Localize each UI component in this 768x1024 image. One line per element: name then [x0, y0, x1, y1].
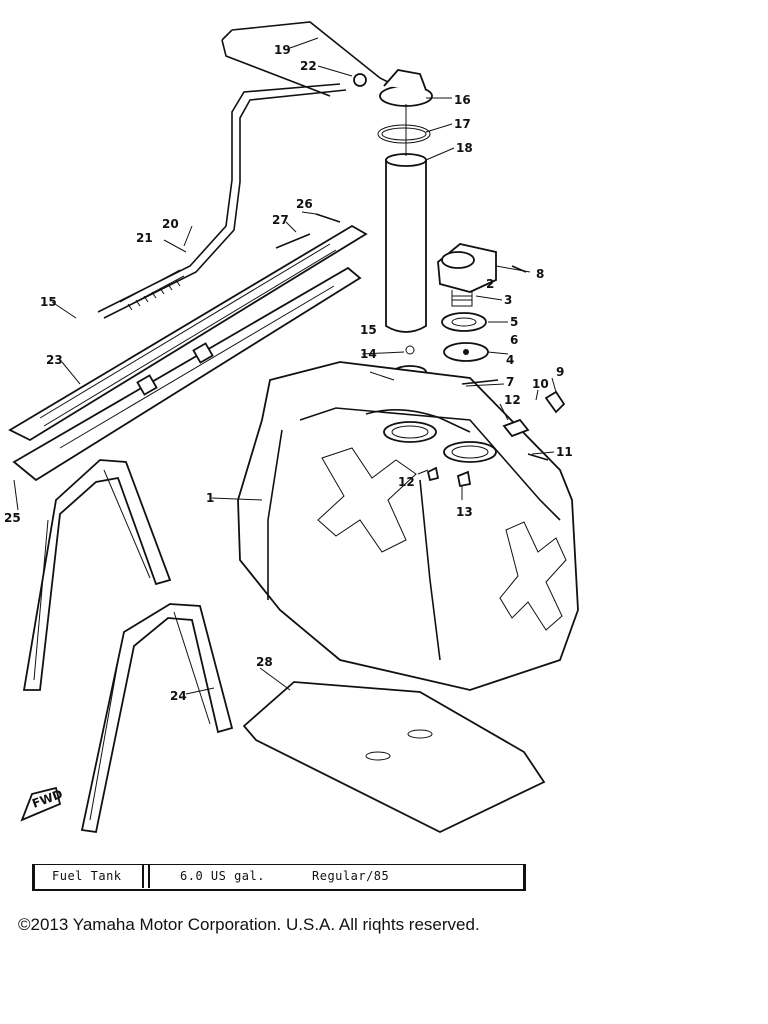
spec-fuel-grade: Regular/85 — [312, 869, 390, 883]
part-tank-brackets — [22, 459, 234, 834]
callout-1: 1 — [206, 491, 214, 505]
callout-15a: 15 — [360, 323, 377, 337]
callout-18: 18 — [456, 141, 473, 155]
callout-15b: 15 — [40, 295, 57, 309]
callout-6: 6 — [510, 333, 518, 347]
callout-16: 16 — [454, 93, 471, 107]
callout-14: 14 — [360, 347, 377, 361]
callout-23: 23 — [46, 353, 63, 367]
callout-7: 7 — [506, 375, 514, 389]
callout-8: 8 — [536, 267, 544, 281]
callout-5: 5 — [510, 315, 518, 329]
spec-table: Fuel Tank 6.0 US gal. Regular/85 — [32, 864, 526, 892]
callout-12b: 12 — [398, 475, 415, 489]
spec-capacity: 6.0 US gal. — [180, 869, 265, 883]
callout-12a: 12 — [504, 393, 521, 407]
callout-21: 21 — [136, 231, 153, 245]
part-filler-cap — [437, 243, 527, 362]
callout-9: 9 — [556, 365, 564, 379]
callout-13: 13 — [456, 505, 473, 519]
callout-25: 25 — [4, 511, 21, 525]
callout-22: 22 — [300, 59, 317, 73]
part-fuel-tank — [237, 361, 579, 691]
callout-28: 28 — [256, 655, 273, 669]
part-fuel-hose — [97, 83, 347, 319]
callout-10: 10 — [532, 377, 549, 391]
part-small-fittings — [426, 379, 566, 488]
leader-lines — [13, 37, 557, 695]
callout-2: 2 — [486, 277, 494, 291]
callout-20: 20 — [162, 217, 179, 231]
spec-table-frame — [32, 864, 526, 891]
fuel-tank-exploded-diagram: FWD 1 2 3 4 5 6 7 8 9 10 11 12 12 13 14 … — [4, 21, 579, 834]
part-pickup-assembly — [353, 69, 433, 333]
fwd-arrow-icon: FWD — [20, 786, 65, 822]
callout-labels: 1 2 3 4 5 6 7 8 9 10 11 12 12 13 14 15 1… — [4, 43, 573, 703]
callout-11: 11 — [556, 445, 573, 459]
spec-table-divider — [142, 864, 150, 888]
part-mounting-rails — [8, 213, 368, 482]
callout-17: 17 — [454, 117, 471, 131]
callout-24: 24 — [170, 689, 187, 703]
callout-27: 27 — [272, 213, 289, 227]
spec-part-name: Fuel Tank — [52, 869, 122, 883]
copyright-notice: ©2013 Yamaha Motor Corporation. U.S.A. A… — [18, 915, 480, 934]
callout-3: 3 — [504, 293, 512, 307]
part-bottom-plate — [242, 681, 546, 834]
callout-4: 4 — [506, 353, 514, 367]
callout-26: 26 — [296, 197, 313, 211]
callout-19: 19 — [274, 43, 291, 57]
